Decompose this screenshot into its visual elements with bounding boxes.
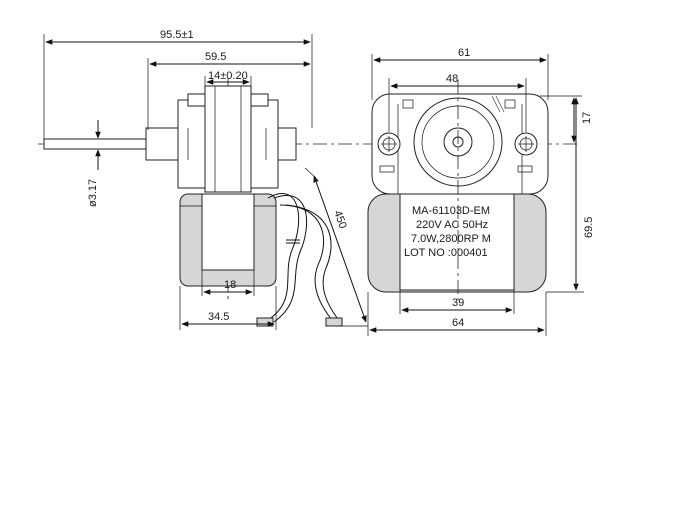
dim-shaft-diameter-label: ø3.17	[87, 179, 99, 207]
dim-shaft-to-face-label: 59.5	[205, 51, 226, 63]
shaft-collar	[145, 127, 183, 161]
dim-overall-length-label: 95.5±1	[160, 29, 194, 41]
dim-lead-length-label: 450	[331, 209, 349, 230]
lead-tip-a	[256, 317, 274, 327]
dim-base-width-label: 34.5	[208, 311, 229, 323]
rear-collar	[277, 127, 297, 161]
front-coil	[399, 193, 515, 291]
dim-height-label: 69.5	[583, 217, 595, 238]
dim-hole-spacing-label: 48	[446, 73, 458, 85]
nameplate-line4: LOT NO :000401	[404, 247, 488, 259]
bearing-housing	[204, 85, 252, 193]
dim-lead-length	[313, 175, 367, 323]
nameplate-line2: 220V AC 50Hz	[416, 219, 488, 231]
dim-hole-offset-label: 17	[581, 112, 593, 124]
side-coil	[201, 193, 255, 271]
side-view: 95.5±1 59.5 14±0.20 ø3.17 18 34.5 450	[38, 29, 580, 330]
lead-tip-b	[325, 317, 343, 327]
dim-base-outer-label: 64	[452, 317, 464, 329]
dim-bearing-width-label: 14±0.20	[208, 70, 248, 82]
nameplate-line3: 7.0W,2800RP M	[411, 233, 491, 245]
nameplate-line1: MA-61103D-EM	[412, 205, 490, 217]
shaft	[43, 138, 150, 150]
dim-coil-width-label: 18	[224, 279, 236, 291]
dim-base-inner-label: 39	[452, 297, 464, 309]
front-view: MA-61103D-EM 220V AC 50Hz 7.0W,2800RP M …	[367, 47, 595, 336]
dim-front-width-label: 61	[458, 47, 470, 59]
